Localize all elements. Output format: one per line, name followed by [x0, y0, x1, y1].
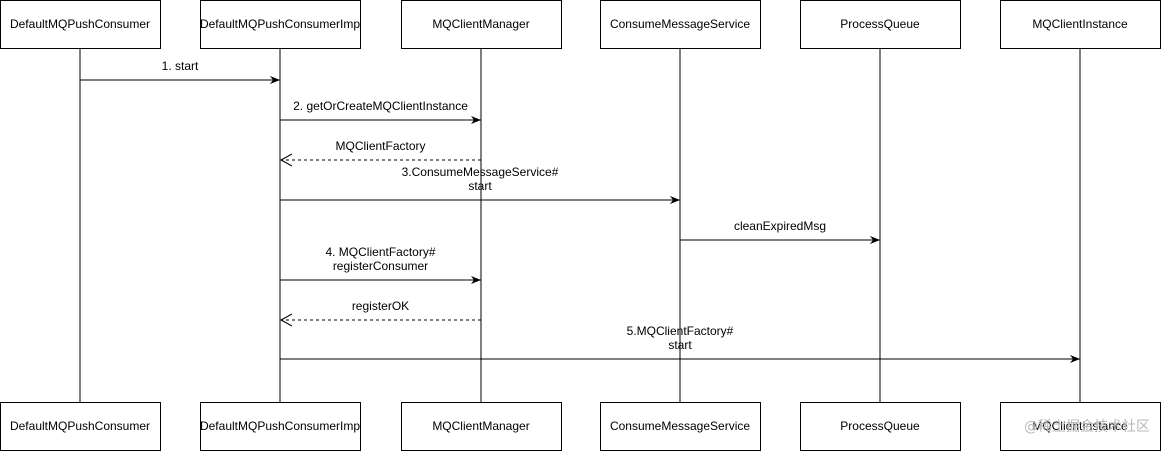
- open-arrowhead: [279, 313, 293, 327]
- participant-box: [600, 0, 761, 49]
- message-label: registerOK: [352, 299, 409, 313]
- message-3: MQClientFactory: [279, 139, 481, 167]
- participant-box: [200, 0, 361, 49]
- message-1: 1. start: [80, 59, 280, 84]
- message-7: registerOK: [279, 299, 481, 327]
- message-label: registerConsumer: [333, 259, 428, 273]
- participant-box: [401, 402, 562, 451]
- participant-label: ConsumeMessageService: [610, 419, 750, 433]
- participant-box: [800, 402, 961, 451]
- message-label: 5.MQClientFactory#: [627, 324, 734, 338]
- participant-bottom-p5: MQClientInstance: [1000, 402, 1161, 451]
- message-label: 1. start: [162, 59, 199, 73]
- message-label: cleanExpiredMsg: [734, 219, 826, 233]
- participant-label: DefaultMQPushConsumer: [10, 419, 150, 433]
- participant-label: MQClientInstance: [1032, 17, 1128, 31]
- message-6: 4. MQClientFactory#registerConsumer: [280, 245, 481, 284]
- participant-box: [1000, 0, 1161, 49]
- participant-bottom-p2: MQClientManager: [401, 402, 562, 451]
- participant-label: MQClientManager: [432, 419, 529, 433]
- participant-box: [0, 0, 161, 49]
- participant-top-p1: DefaultMQPushConsumerImp: [200, 0, 361, 49]
- participant-label: ConsumeMessageService: [610, 17, 750, 31]
- participant-label: ProcessQueue: [840, 17, 920, 31]
- message-4: 3.ConsumeMessageService#start: [280, 165, 680, 204]
- participant-label: DefaultMQPushConsumerImp: [200, 17, 360, 31]
- message-label: MQClientFactory: [335, 139, 425, 153]
- participant-bottom-p0: DefaultMQPushConsumer: [0, 402, 161, 451]
- participant-box: [1000, 402, 1161, 451]
- message-2: 2. getOrCreateMQClientInstance: [280, 99, 481, 124]
- message-label: 3.ConsumeMessageService#: [402, 165, 559, 179]
- participant-label: ProcessQueue: [840, 419, 920, 433]
- message-label: start: [668, 338, 692, 352]
- participant-bottom-p3: ConsumeMessageService: [600, 402, 761, 451]
- participant-box: [600, 402, 761, 451]
- participant-box: [800, 0, 961, 49]
- participant-bottom-p1: DefaultMQPushConsumerImp: [200, 402, 361, 451]
- open-arrowhead: [279, 153, 293, 167]
- participant-box: [401, 0, 562, 49]
- watermark-text: @稀土掘金技术社区: [1024, 419, 1150, 435]
- participant-box: [0, 402, 161, 451]
- message-8: 5.MQClientFactory#start: [280, 324, 1080, 363]
- participant-label: DefaultMQPushConsumerImp: [200, 419, 360, 433]
- participant-label: MQClientManager: [432, 17, 529, 31]
- participant-top-p5: MQClientInstance: [1000, 0, 1161, 49]
- lifelines: [79, 48, 1081, 402]
- participant-top-p3: ConsumeMessageService: [600, 0, 761, 49]
- messages: 1. start 2. getOrCreateMQClientInstanceMQ…: [80, 59, 1080, 363]
- message-label: 4. MQClientFactory#: [325, 245, 435, 259]
- participant-top-p2: MQClientManager: [401, 0, 562, 49]
- message-5: cleanExpiredMsg: [680, 219, 880, 244]
- participant-box: [200, 402, 361, 451]
- participant-bottom-p4: ProcessQueue: [800, 402, 961, 451]
- participant-top-p4: ProcessQueue: [800, 0, 961, 49]
- message-label: start: [468, 179, 492, 193]
- participant-label: MQClientInstance: [1032, 419, 1128, 433]
- message-label: 2. getOrCreateMQClientInstance: [293, 99, 468, 113]
- participant-label: DefaultMQPushConsumer: [10, 17, 150, 31]
- participant-top-p0: DefaultMQPushConsumer: [0, 0, 161, 49]
